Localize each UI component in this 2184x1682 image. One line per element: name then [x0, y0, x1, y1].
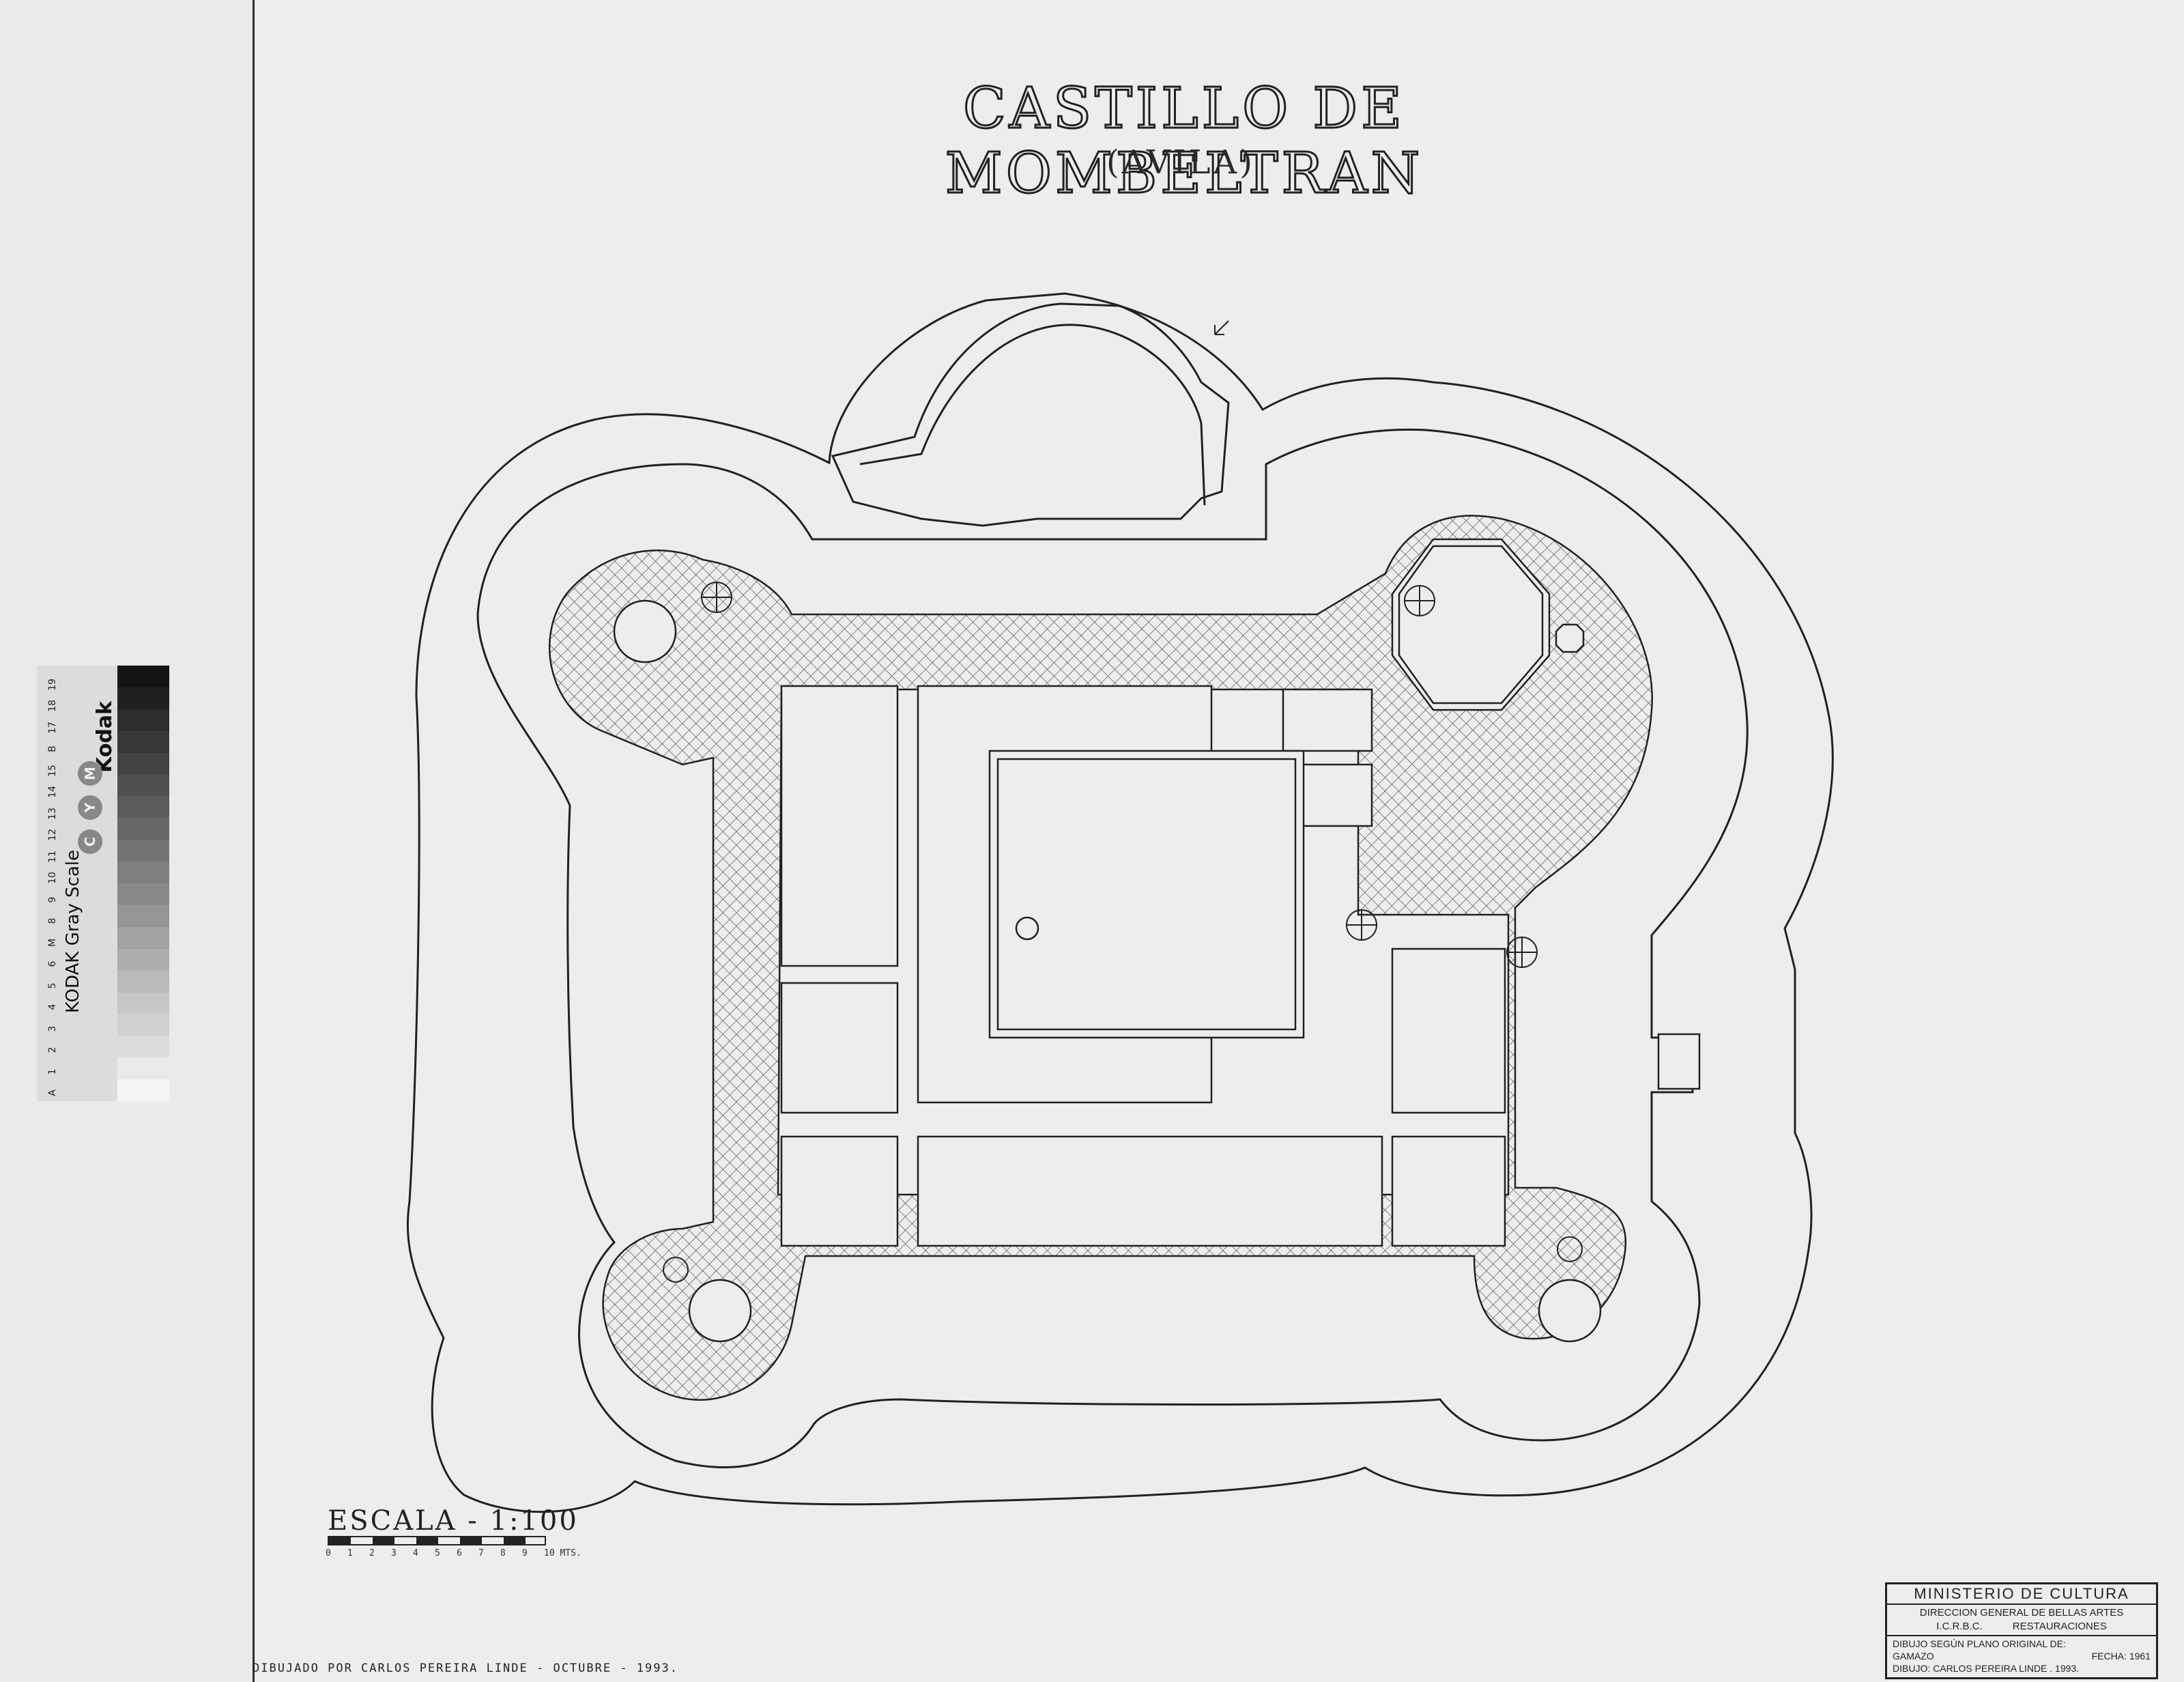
title-block-restorations: RESTAURACIONES [2012, 1621, 2107, 1632]
scale-tick-label: 0 [326, 1548, 331, 1558]
moat-outer-outline [407, 292, 1834, 1513]
title-block-drawn-by: DIBUJO: CARLOS PEREIRA LINDE . 1993. [1893, 1663, 2080, 1674]
scale-tick-label: 5 [435, 1548, 440, 1558]
scale-tick-label: 1 [347, 1548, 353, 1558]
title-block: MINISTERIO DE CULTURA DIRECCION GENERAL … [1885, 1582, 2158, 1679]
scale-tick-label: 2 [369, 1548, 375, 1558]
drawing-subtitle: (AVILA) [1106, 143, 1255, 182]
gray-scale-patch [117, 752, 169, 775]
entrance-gate [1657, 1033, 1701, 1090]
gray-scale-patch [117, 992, 169, 1015]
spiral-stairs [663, 582, 1583, 1283]
gray-scale-patch [117, 1057, 169, 1081]
title-block-author-line: GAMAZO FECHA: 1961 [1893, 1650, 2151, 1662]
gray-scale-patch [117, 730, 169, 754]
entry-arrow [1214, 320, 1229, 335]
drawing-title: CASTILLO DE MOMBELTRAN [944, 76, 1424, 208]
scale-tick-label: 10 MTS. [544, 1548, 581, 1558]
gray-scale-patch [117, 883, 169, 906]
title-block-institute: I.C.R.B.C. RESTAURACIONES [1887, 1620, 2156, 1634]
title-block-date: FECHA: 1961 [2091, 1651, 2151, 1662]
title-block-author: GAMAZO [1893, 1651, 1934, 1662]
drawing-credit: DIBUJADO POR CARLOS PEREIRA LINDE - OCTU… [253, 1662, 678, 1675]
gray-scale-patch [117, 970, 169, 993]
title-block-direction: DIRECCION GENERAL DE BELLAS ARTES I.C.R.… [1887, 1605, 2156, 1636]
title-block-ministry: MINISTERIO DE CULTURA [1887, 1584, 2156, 1605]
barbican-outline [831, 302, 1230, 527]
gray-scale-patch [117, 666, 169, 688]
gray-scale-patch [117, 948, 169, 971]
scale-bar [328, 1536, 546, 1545]
title-block-direction-text: DIRECCION GENERAL DE BELLAS ARTES [1919, 1607, 2124, 1619]
gray-card-label-strip [37, 666, 117, 1101]
gray-scale-patch [117, 796, 169, 819]
corner-towers [613, 545, 1602, 1343]
scale-label: ESCALA - 1:100 [328, 1505, 579, 1537]
gray-scale-patch [117, 861, 169, 884]
moat-inner-outline [476, 428, 1749, 1468]
gray-scale-patch [117, 1014, 169, 1037]
courtyard [988, 750, 1305, 1039]
scale-tick-label: 9 [522, 1548, 528, 1558]
scale-tick-label: 3 [391, 1548, 397, 1558]
scale-tick-label: 4 [413, 1548, 418, 1558]
scale-tick-label: 8 [500, 1548, 506, 1558]
scale-tick-label: 7 [478, 1548, 484, 1558]
title-block-basis: DIBUJO SEGÚN PLANO ORIGINAL DE: [1893, 1638, 2066, 1649]
scale-tick-labels: 0 1 2 3 4 5 6 7 8 9 10 MTS. [326, 1548, 601, 1562]
gray-scale-patch [117, 840, 169, 863]
gray-scale-patch [117, 1036, 169, 1059]
gray-scale-patch [117, 904, 169, 928]
gray-scale-patch [117, 774, 169, 797]
title-block-source: DIBUJO SEGÚN PLANO ORIGINAL DE: GAMAZO F… [1887, 1636, 2156, 1677]
scale-tick-label: 6 [457, 1548, 462, 1558]
gray-scale-patch [117, 818, 169, 841]
gray-scale-patch [117, 926, 169, 950]
gray-scale-patch [117, 687, 169, 710]
gray-scale-patch [117, 709, 169, 732]
title-block-icrbc: I.C.R.B.C. [1936, 1621, 1983, 1632]
gray-scale-patch [117, 1079, 169, 1102]
